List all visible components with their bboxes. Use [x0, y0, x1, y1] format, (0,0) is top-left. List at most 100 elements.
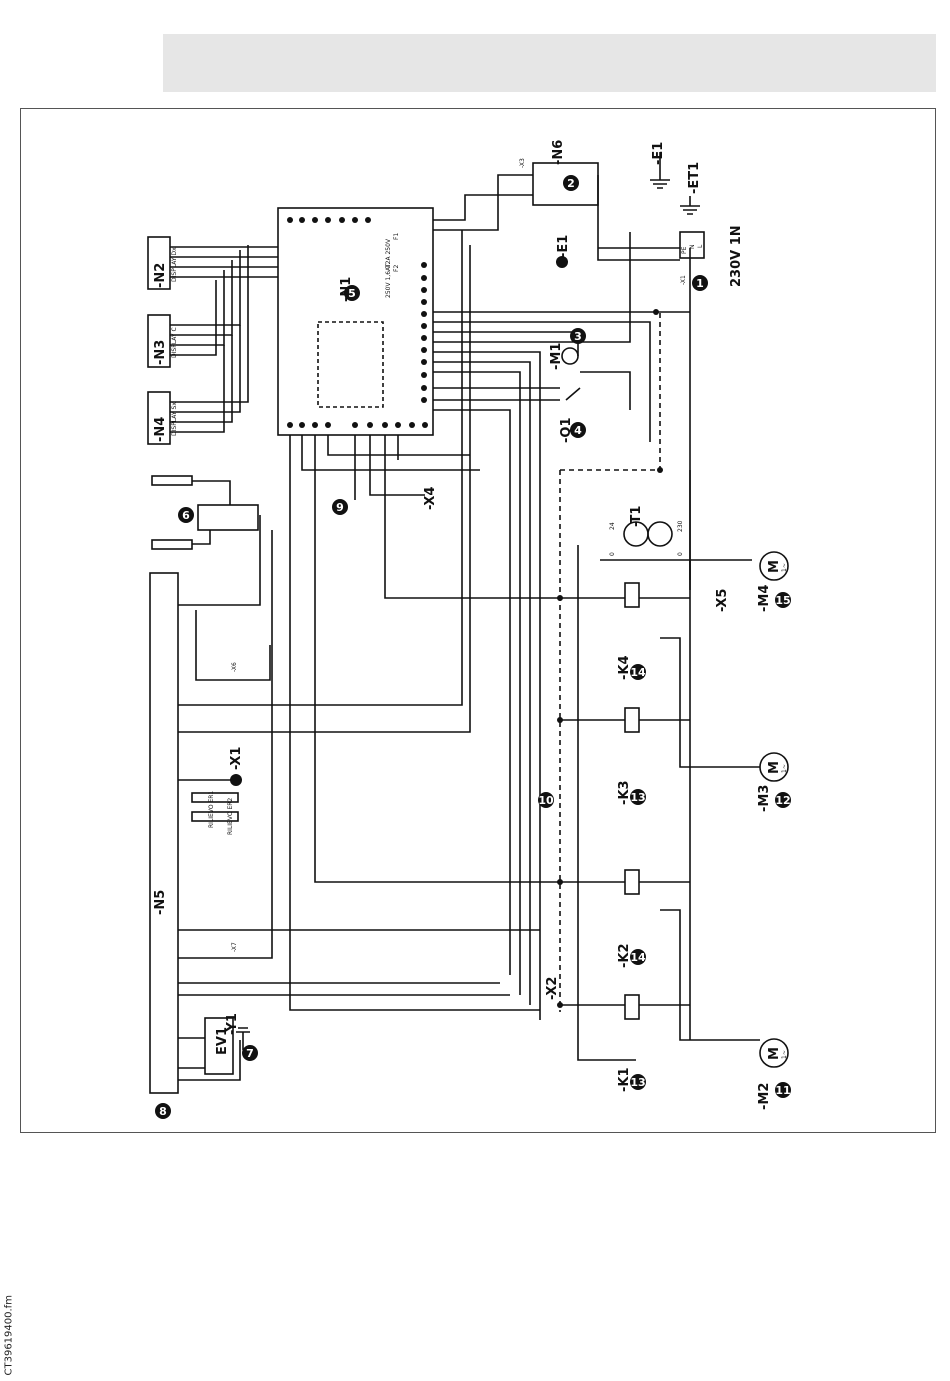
- n6-supply-wires: [598, 175, 680, 260]
- callout-14b: 14: [630, 664, 646, 680]
- m3-symbol: M: [767, 761, 782, 774]
- x5-connector-block: [198, 505, 258, 530]
- svg-text:6: 6: [182, 509, 190, 522]
- callout-1: 1: [692, 275, 708, 291]
- ev1-label: EV1: [215, 1027, 230, 1055]
- probe-upper: [152, 476, 192, 485]
- n1-bus-down: [433, 352, 540, 1020]
- k3-coil: [625, 708, 639, 732]
- svg-text:10: 10: [538, 794, 554, 807]
- svg-text:9: 9: [336, 501, 344, 514]
- l-label: L: [697, 244, 704, 248]
- rilievo-er1: RILIEVO ER1: [208, 791, 215, 828]
- svg-text:13: 13: [630, 1076, 645, 1089]
- svg-text:7: 7: [246, 1047, 254, 1060]
- supply-label: 230V 1N: [729, 225, 744, 287]
- callout-8: 8: [155, 1103, 171, 1119]
- svg-text:12: 12: [775, 794, 790, 807]
- callout-12: 12: [775, 792, 791, 808]
- callout-15: 15: [775, 592, 791, 608]
- callout-2: 2: [563, 175, 579, 191]
- x2-label: -X2: [545, 977, 560, 1000]
- m4-symbol: M: [767, 560, 782, 573]
- callout-10: 10: [538, 792, 554, 808]
- f1-label: F1: [393, 233, 400, 240]
- n4-label: -N4: [153, 417, 168, 442]
- supply-terminal-label: -X1: [680, 275, 687, 285]
- x6-label: -X6: [231, 662, 238, 672]
- m4-feed: [600, 560, 752, 590]
- callout-13a: 13: [630, 1074, 646, 1090]
- svg-text:2: 2: [567, 177, 575, 190]
- m1-label: -M1: [549, 343, 564, 370]
- supply-rails: [433, 248, 690, 580]
- svg-text:3: 3: [574, 330, 582, 343]
- callout-14a: 14: [630, 949, 646, 965]
- n1-inner-dashed: [318, 322, 383, 407]
- svg-text:11: 11: [775, 1084, 790, 1097]
- m3-label: -M3: [757, 785, 772, 812]
- n4-sub-label: DISPLAY Sx: [171, 402, 178, 436]
- t1-24v: 24: [609, 522, 616, 530]
- n3-label: -N3: [153, 340, 168, 365]
- n3-bus: [170, 250, 240, 355]
- n6-label: -N6: [551, 140, 566, 165]
- k4-coil: [625, 583, 639, 607]
- svg-text:5: 5: [348, 287, 356, 300]
- relay-rails: [578, 470, 690, 1060]
- n1-n6-wires: [433, 175, 533, 230]
- callout-3: 3: [570, 328, 586, 344]
- et1-label: -ET1: [687, 162, 702, 194]
- m3-phase: 1~: [781, 764, 788, 773]
- m2-phase: 1~: [781, 1050, 788, 1059]
- pe-label: PE: [681, 246, 688, 254]
- n5-terminal-bar: [150, 573, 178, 1093]
- svg-text:1: 1: [696, 277, 704, 290]
- svg-text:14: 14: [630, 951, 646, 964]
- svg-text:14: 14: [630, 666, 646, 679]
- rilievo-er2: RILIEVO ER2: [227, 798, 234, 835]
- motor-feeds: [660, 638, 760, 1040]
- x1-connector-symbol: [230, 774, 242, 786]
- n2-sub-label: DISPLAY Dx: [171, 247, 178, 282]
- callout-13b: 13: [630, 789, 646, 805]
- e1-top-label: -E1: [651, 142, 666, 165]
- n2-label: -N2: [153, 263, 168, 288]
- n4-bus: [170, 245, 248, 432]
- svg-text:4: 4: [574, 424, 582, 437]
- relay-coil-returns: [639, 598, 690, 1005]
- x5-label: -X5: [715, 589, 730, 612]
- n3-sub-label: DISPLAY C: [171, 327, 178, 358]
- m2-symbol: M: [767, 1047, 782, 1060]
- callout-5: 5: [344, 285, 360, 301]
- x4-label: -X4: [423, 487, 438, 510]
- t1-230v: 230: [677, 520, 684, 532]
- svg-text:15: 15: [775, 594, 790, 607]
- probe-lower: [152, 540, 192, 549]
- e1-motor-label: -E1: [556, 235, 571, 258]
- callouts: 1 2 3 4 5 6 7 8 9 10 11 12 13 14 13 14 1…: [155, 175, 791, 1119]
- m2-label: -M2: [757, 1083, 772, 1110]
- f2-rating: 250V 1,6AT: [385, 263, 392, 298]
- m4-label: -M4: [757, 585, 772, 612]
- callout-6: 6: [178, 507, 194, 523]
- x7-label: -X7: [231, 942, 238, 952]
- t1-coil-b: [648, 522, 672, 546]
- k1-coil: [625, 995, 639, 1019]
- callout-4: 4: [570, 422, 586, 438]
- callout-9: 9: [332, 499, 348, 515]
- x1-label: -X1: [229, 747, 244, 770]
- t1-0v-b: 0: [609, 552, 616, 556]
- n5-label: -N5: [153, 890, 168, 915]
- t1-label: -T1: [629, 506, 644, 527]
- m1-motor: [562, 348, 578, 364]
- f2-label: F2: [393, 265, 400, 272]
- t1-0v-a: 0: [677, 552, 684, 556]
- k2-coil: [625, 870, 639, 894]
- svg-text:8: 8: [159, 1105, 167, 1118]
- relay-coil-feeds: [560, 598, 625, 1005]
- x3-label: -X3: [519, 158, 526, 168]
- n-label: N: [689, 245, 696, 250]
- callout-7: 7: [242, 1045, 258, 1061]
